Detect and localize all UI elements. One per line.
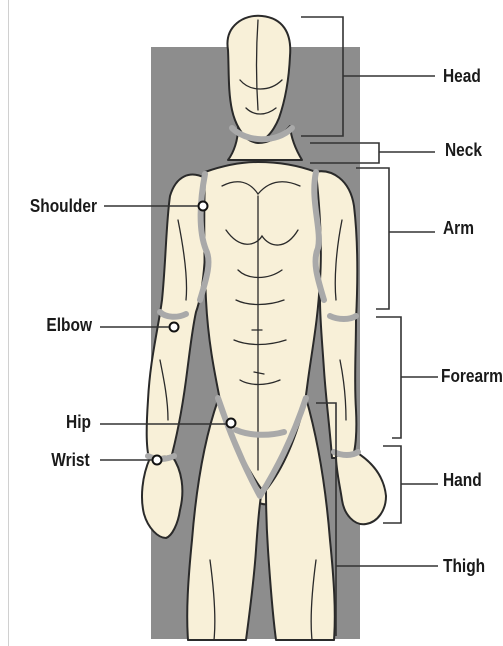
- forearm-bracket: [376, 317, 401, 438]
- wrist-label: Wrist: [52, 450, 90, 470]
- head-label: Head: [443, 66, 481, 86]
- page-border-left: [8, 0, 9, 646]
- hip-label: Hip: [66, 412, 91, 432]
- wrist-marker: [153, 456, 162, 465]
- thigh-label: Thigh: [443, 556, 485, 576]
- arm-label: Arm: [443, 218, 474, 238]
- shoulder-label: Shoulder: [30, 196, 97, 216]
- left-hand-shape: [142, 456, 182, 538]
- elbow-label: Elbow: [46, 315, 92, 335]
- hip-marker: [227, 419, 236, 428]
- arm-bracket: [356, 168, 389, 309]
- shoulder-marker: [199, 202, 208, 211]
- neck-label: Neck: [445, 140, 482, 160]
- forearm-label: Forearm: [441, 366, 503, 386]
- elbow-marker: [170, 323, 179, 332]
- hand-bracket: [383, 446, 401, 523]
- hand-label: Hand: [443, 470, 482, 490]
